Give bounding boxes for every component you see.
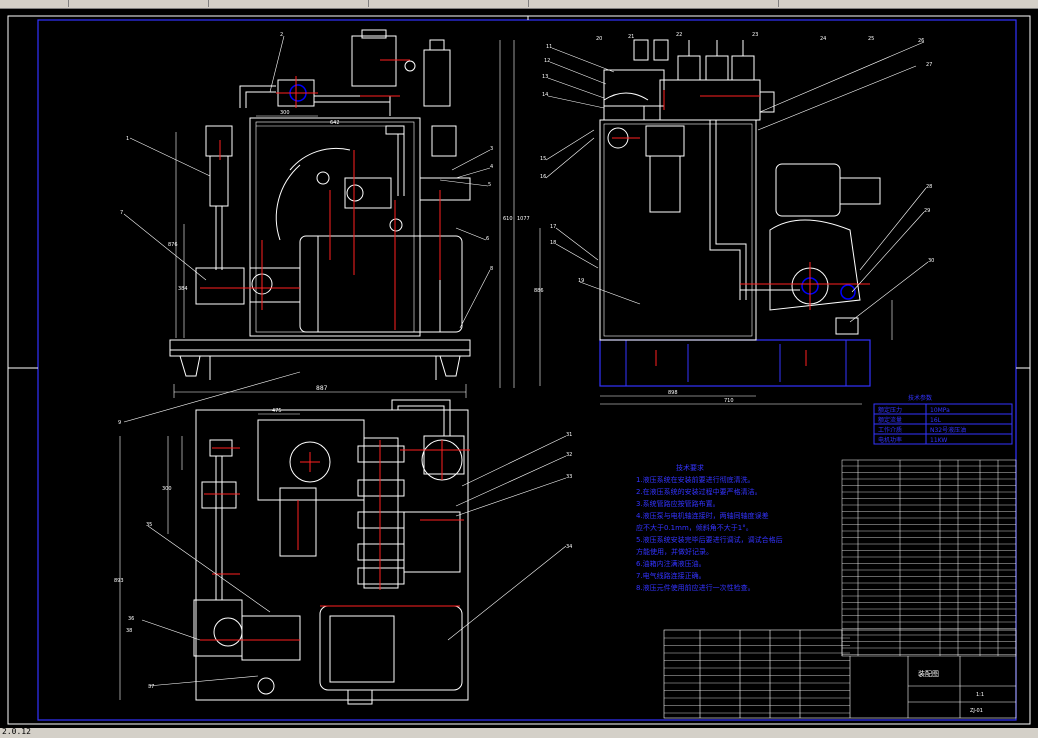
tab-segment[interactable]: [208, 0, 369, 7]
part-number: 19: [578, 278, 584, 284]
spec-value: 10MPa: [930, 407, 950, 414]
part-number: 7: [120, 210, 123, 216]
parts-list-rows: [842, 465, 1016, 655]
spec-table-title: 技术参数: [908, 394, 932, 402]
note-line: 5.液压系统安装完毕后要进行调试，调试合格后: [636, 535, 783, 544]
part-number: 22: [676, 32, 682, 38]
part-number: 37: [148, 684, 154, 690]
part-number: 32: [566, 452, 572, 458]
part-number: 14: [542, 92, 548, 98]
drawing-code: ZJ-01: [970, 708, 983, 714]
tab-segment[interactable]: [368, 0, 529, 7]
top-view: 475 893 300: [114, 399, 567, 705]
part-number: 1: [126, 136, 129, 142]
dim-label: 876: [168, 242, 178, 248]
parts-list: [841, 459, 1017, 657]
spec-value: 11KW: [930, 437, 947, 444]
dim-label: 1077: [517, 216, 530, 222]
part-number: 20: [596, 36, 602, 42]
part-number: 38: [126, 628, 132, 634]
part-number: 36: [128, 616, 134, 622]
spec-label: 工作介质: [878, 426, 902, 434]
part-number: 15: [540, 156, 546, 162]
part-number: 16: [540, 174, 546, 180]
part-number: 13: [542, 74, 548, 80]
tab-segment[interactable]: [68, 0, 209, 7]
note-line: 方能使用，并做好记录。: [636, 547, 713, 556]
part-number: 28: [926, 184, 932, 190]
note-line: 4.液压泵与电机轴连接时，两轴同轴度误差: [636, 511, 769, 520]
coordinate-readout: 2.0.12: [2, 727, 31, 736]
dim-label: 710: [724, 398, 734, 404]
balloon-labels: 1 2 3 4 5 6 7 8 9 11 12 13 14 15 16 17 1…: [118, 32, 934, 690]
dim-label: 384: [178, 286, 188, 292]
part-number: 9: [118, 420, 121, 426]
spec-label: 电机功率: [878, 436, 902, 444]
part-number: 6: [486, 236, 489, 242]
spec-label: 额定流量: [878, 416, 902, 424]
part-number: 4: [490, 164, 493, 170]
part-number: 3: [490, 146, 493, 152]
part-number: 31: [566, 432, 572, 438]
outer-frame: [7, 15, 1031, 725]
dim-label: 898: [668, 390, 678, 396]
drawing-scale: 1:1: [976, 692, 984, 698]
note-line: 8.液压元件使用前应进行一次性检查。: [636, 583, 755, 592]
dim-label: 300: [162, 486, 172, 492]
part-number: 30: [928, 258, 934, 264]
note-line: 7.电气线路连接正确。: [636, 571, 706, 580]
part-number: 2: [280, 32, 283, 38]
part-number: 8: [490, 266, 493, 272]
tab-segment[interactable]: [528, 0, 779, 7]
spec-value: N32号液压油: [930, 426, 966, 434]
spec-value: 16L: [930, 417, 942, 424]
part-number: 17: [550, 224, 556, 230]
note-line: 应不大于0.1mm，倾斜角不大于1°。: [636, 523, 753, 532]
part-number: 18: [550, 240, 556, 246]
dim-label: 475: [272, 408, 282, 414]
part-number: 12: [544, 58, 550, 64]
side-view: 898 710 886: [534, 39, 929, 405]
part-number: 24: [820, 36, 826, 42]
part-number: 25: [868, 36, 874, 42]
spec-table: 技术参数 额定压力 10MPa 额定流量 16L 工作介质 N32号液压油 电机…: [873, 394, 1013, 445]
note-line: 1.液压系统在安装前要进行彻底清洗。: [636, 475, 755, 484]
part-number: 11: [546, 44, 552, 50]
part-number: 27: [926, 62, 932, 68]
part-number: 26: [918, 38, 924, 44]
spec-label: 额定压力: [878, 406, 902, 414]
technical-notes: 技术要求 1.液压系统在安装前要进行彻底清洗。 2.在液压系统的安装过程中要严格…: [636, 463, 783, 592]
status-bar: 2.0.12: [0, 727, 1038, 738]
front-view: 887 300 642 610 1077 876 384: [123, 29, 530, 423]
dim-label: 610: [503, 216, 513, 222]
window-top-bar: [0, 0, 1038, 9]
dim-label: 886: [534, 288, 544, 294]
part-number: 29: [924, 208, 930, 214]
note-line: 3.系统管路应按管路布置。: [636, 499, 720, 508]
part-number: 23: [752, 32, 758, 38]
notes-title: 技术要求: [676, 463, 704, 472]
dim-label: 887: [316, 385, 328, 392]
tab-segment[interactable]: [0, 0, 69, 7]
note-line: 2.在液压系统的安装过程中要严格清洁。: [636, 487, 762, 496]
dim-label: 642: [330, 120, 340, 126]
part-number: 35: [146, 522, 152, 528]
drawing-name: 装配图: [918, 669, 939, 678]
part-number: 5: [488, 182, 491, 188]
title-block: [663, 629, 1017, 719]
part-number: 34: [566, 544, 572, 550]
inner-frame: [37, 19, 1017, 721]
part-number: 33: [566, 474, 572, 480]
title-block-rows: [664, 637, 850, 714]
part-number: 21: [628, 34, 634, 40]
dim-label: 300: [280, 110, 290, 116]
dim-label: 893: [114, 578, 124, 584]
cad-drawing-canvas[interactable]: 887 300 642 610 1077 876 384: [0, 8, 1038, 728]
note-line: 6.油箱内注满液压油。: [636, 559, 706, 568]
